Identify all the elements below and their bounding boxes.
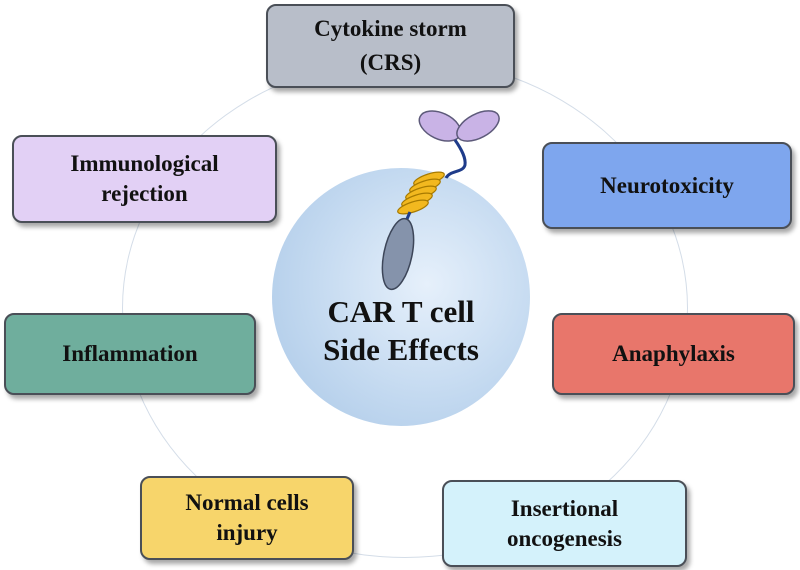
insertional-oncogenesis-box: Insertional oncogenesis	[442, 480, 687, 567]
inflammation-box: Inflammation	[4, 313, 256, 395]
normal-cells-injury-box: Normal cells injury	[140, 476, 354, 560]
box-label-line1: Normal cells	[185, 490, 309, 515]
box-label-line2: oncogenesis	[507, 525, 622, 551]
center-title: CAR T cell Side Effects	[272, 293, 530, 369]
box-label-line2: (CRS)	[359, 50, 422, 75]
box-label-line1: Anaphylaxis	[612, 341, 735, 366]
box-label-line1: Neurotoxicity	[600, 172, 734, 198]
box-label-line1: Immunological	[70, 151, 219, 176]
cytokine-storm-box: Cytokine storm (CRS)	[266, 4, 515, 88]
anaphylaxis-box: Anaphylaxis	[552, 313, 795, 395]
center-title-line1: CAR T cell	[327, 294, 475, 329]
box-label-line2: rejection	[101, 181, 188, 206]
box-label-line1: Cytokine storm	[314, 16, 467, 41]
center-title-line2: Side Effects	[323, 332, 479, 367]
box-label-line1: Insertional	[510, 495, 619, 521]
box-label-line1: Inflammation	[62, 341, 198, 366]
box-label-line2: injury	[216, 520, 278, 545]
immunological-rejection-box: Immunological rejection	[12, 135, 277, 223]
neurotoxicity-box: Neurotoxicity	[542, 142, 792, 229]
